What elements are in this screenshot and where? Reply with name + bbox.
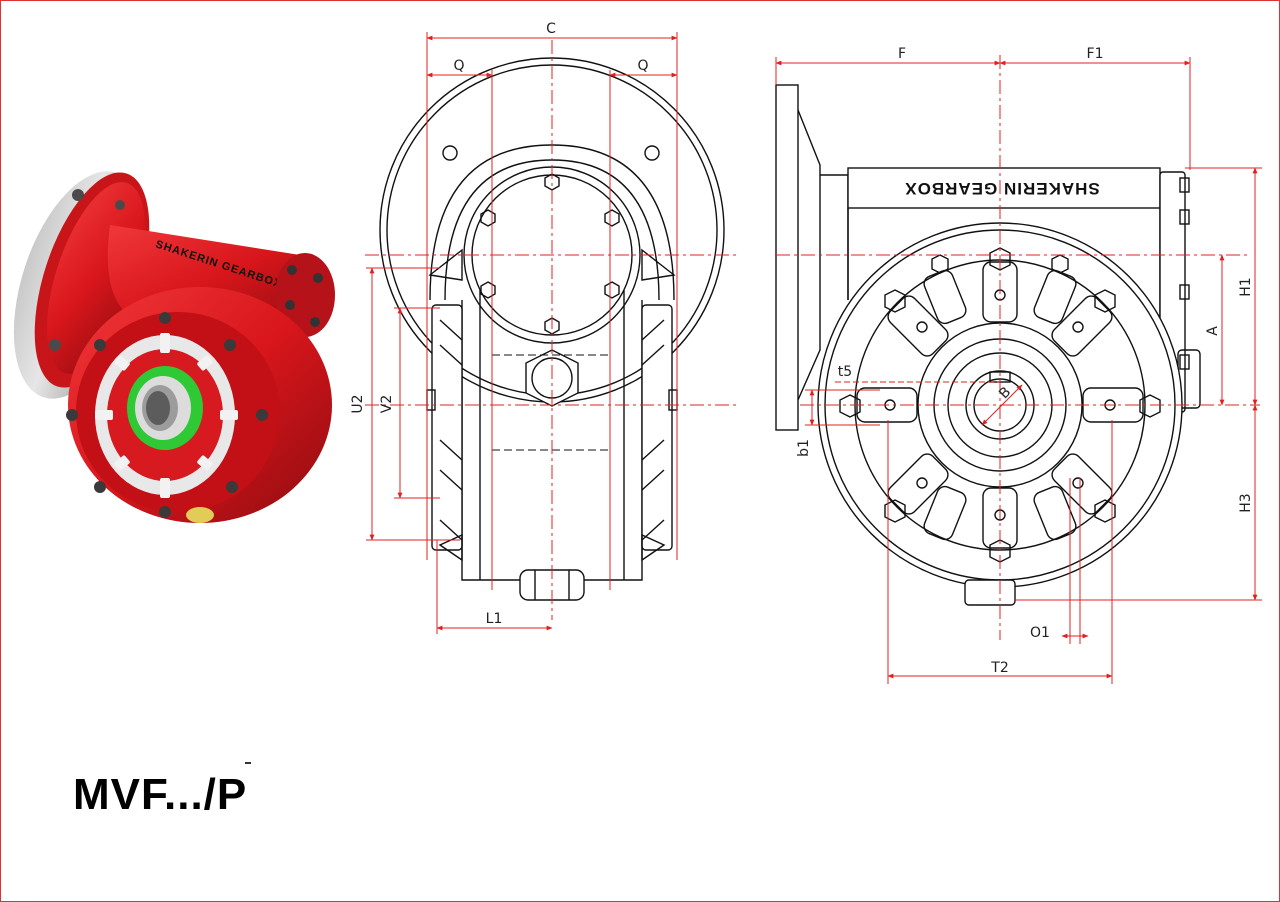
dim-f1: F1 <box>1087 46 1104 62</box>
small-mark <box>245 762 251 764</box>
dim-a: A <box>1205 326 1221 336</box>
dim-u2: U2 <box>350 394 366 413</box>
dim-q-left: Q <box>453 58 464 74</box>
side-view: SHAKERIN GEARBOX <box>775 84 1201 606</box>
dim-t2: T2 <box>990 660 1008 676</box>
dim-t5: t5 <box>838 364 852 380</box>
dim-b1: b1 <box>796 439 812 457</box>
dim-l1: L1 <box>486 611 503 627</box>
dim-o1: O1 <box>1030 625 1050 641</box>
dim-f: F <box>898 46 906 62</box>
dim-c: C <box>546 21 556 37</box>
dimension-lines <box>365 32 1262 684</box>
gearbox-render: SHAKERIN GEARBOX <box>13 171 335 523</box>
dim-q-right: Q <box>637 58 648 74</box>
dim-h3: H3 <box>1238 493 1254 512</box>
dim-h1: H1 <box>1238 277 1254 296</box>
dimension-text: C Q Q U2 V2 L1 F F1 H1 A H3 t5 b1 B O1 T… <box>350 21 1254 676</box>
dim-v2: V2 <box>379 395 395 413</box>
model-label: MVF.../P <box>73 770 248 819</box>
brand-text: SHAKERIN GEARBOX <box>904 179 1099 198</box>
